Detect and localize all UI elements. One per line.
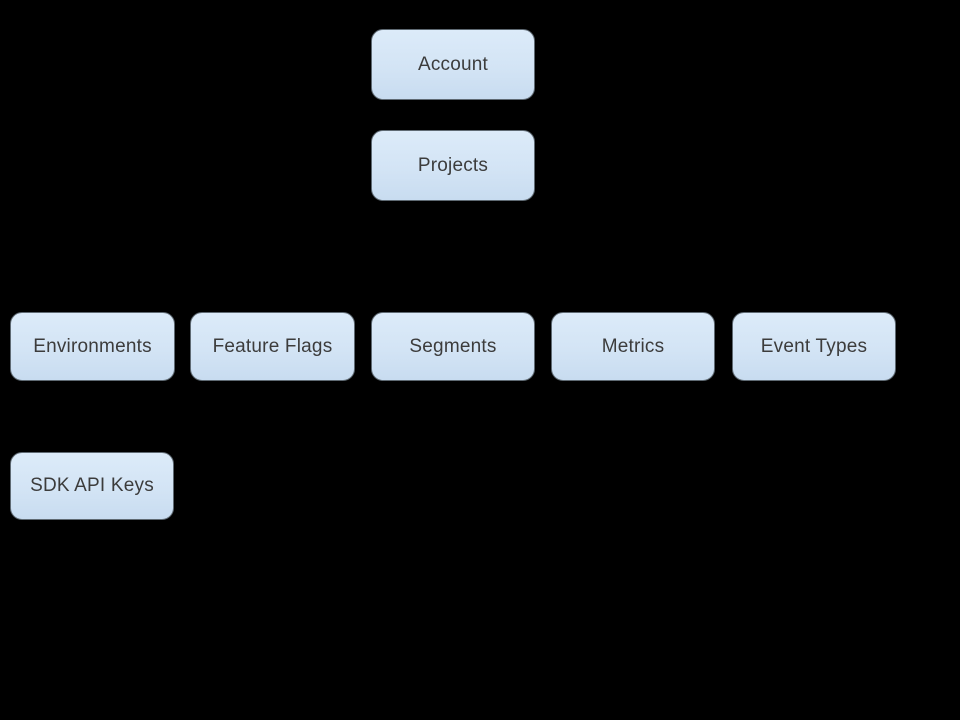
node-metrics-label: Metrics: [601, 335, 665, 357]
node-sdk-api-keys-label: SDK API Keys: [30, 475, 154, 496]
node-feature-flags-label: Feature Flags: [212, 335, 333, 357]
node-account: Account: [371, 29, 535, 100]
node-feature-flags: Feature Flags: [190, 312, 355, 381]
node-projects-label: Projects: [417, 154, 489, 176]
node-environments: Environments: [10, 312, 175, 381]
node-environments-label: Environments: [33, 335, 152, 357]
node-event-types: Event Types: [732, 312, 896, 381]
node-segments-label: Segments: [409, 335, 497, 357]
node-metrics: Metrics: [551, 312, 715, 381]
node-projects: Projects: [371, 130, 535, 201]
node-sdk-api-keys: SDK API Keys: [10, 452, 174, 520]
node-event-types-label: Event Types: [760, 335, 868, 357]
node-account-label: Account: [417, 53, 489, 75]
node-segments: Segments: [371, 312, 535, 381]
